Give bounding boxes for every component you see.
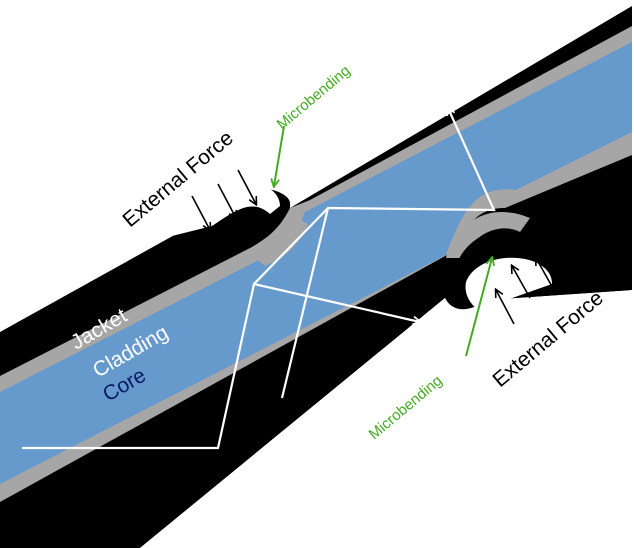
force-arrow-top-2	[217, 183, 236, 218]
microbending-arrow-top	[274, 125, 285, 186]
force-arrows-bottom	[496, 258, 555, 325]
light-rays	[22, 108, 496, 450]
light-ray-path-2	[280, 108, 496, 399]
cladding-bend-top	[255, 218, 308, 266]
microbending-arrows	[274, 125, 492, 357]
microbending-arrow-bottom	[465, 258, 492, 357]
label-microbending-top: Microbending	[274, 62, 354, 133]
force-arrow-top-1	[191, 195, 210, 230]
force-arrow-bottom-2	[512, 266, 531, 299]
cladding-bend-bottom	[446, 212, 530, 258]
core-layer	[0, 42, 632, 484]
notch-bottom	[465, 257, 552, 310]
force-arrow-bottom-3	[536, 258, 555, 291]
force-arrow-top-3	[237, 169, 256, 204]
force-arrow-bottom-1	[496, 290, 515, 325]
light-ray-crossing	[253, 207, 329, 285]
background-wedge-bottom	[140, 290, 632, 548]
force-arrows-top	[191, 169, 256, 230]
light-ray-path-1	[22, 282, 420, 450]
